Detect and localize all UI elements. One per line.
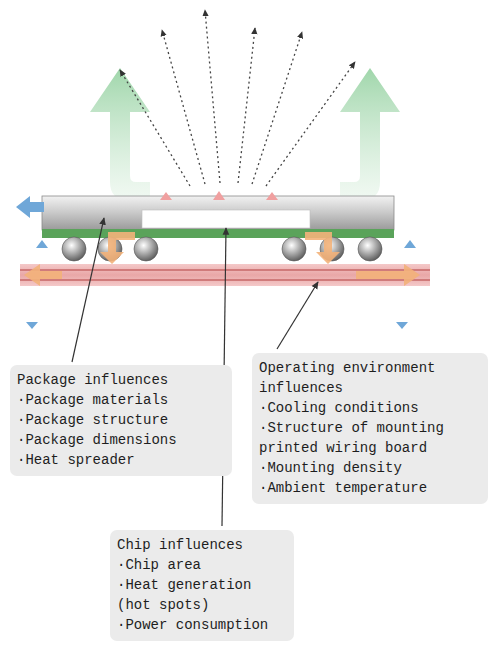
box-heading: Chip influences [117, 535, 288, 555]
list-item: ·Heat generation (hot spots) [117, 575, 288, 615]
list-item: ·Package structure [17, 410, 226, 430]
conduction-arrow [24, 232, 420, 286]
radiation-arrow [120, 10, 355, 186]
list-item: ·Package dimensions [17, 430, 226, 450]
environment-influence-box: Operating environment influences·Cooling… [252, 353, 488, 504]
list-item: ·Ambient temperature [259, 478, 482, 498]
list-item: ·Mounting density [259, 458, 482, 478]
list-item: ·Heat spreader [17, 450, 226, 470]
list-item: ·Package materials [17, 390, 226, 410]
chip-influence-box: Chip influences·Chip area·Heat generatio… [110, 530, 294, 641]
list-item: ·Structure of mounting printed wiring bo… [259, 418, 482, 458]
package-influence-box: Package influences·Package materials·Pac… [10, 365, 232, 476]
box-heading: Operating environment influences [259, 358, 482, 398]
list-item: ·Chip area [117, 555, 288, 575]
list-item: ·Cooling conditions [259, 398, 482, 418]
convection-arrow [90, 68, 400, 200]
box-heading: Package influences [17, 370, 226, 390]
airflow-arrow [16, 196, 416, 329]
package-body [42, 191, 394, 238]
list-item: ·Power consumption [117, 615, 288, 635]
